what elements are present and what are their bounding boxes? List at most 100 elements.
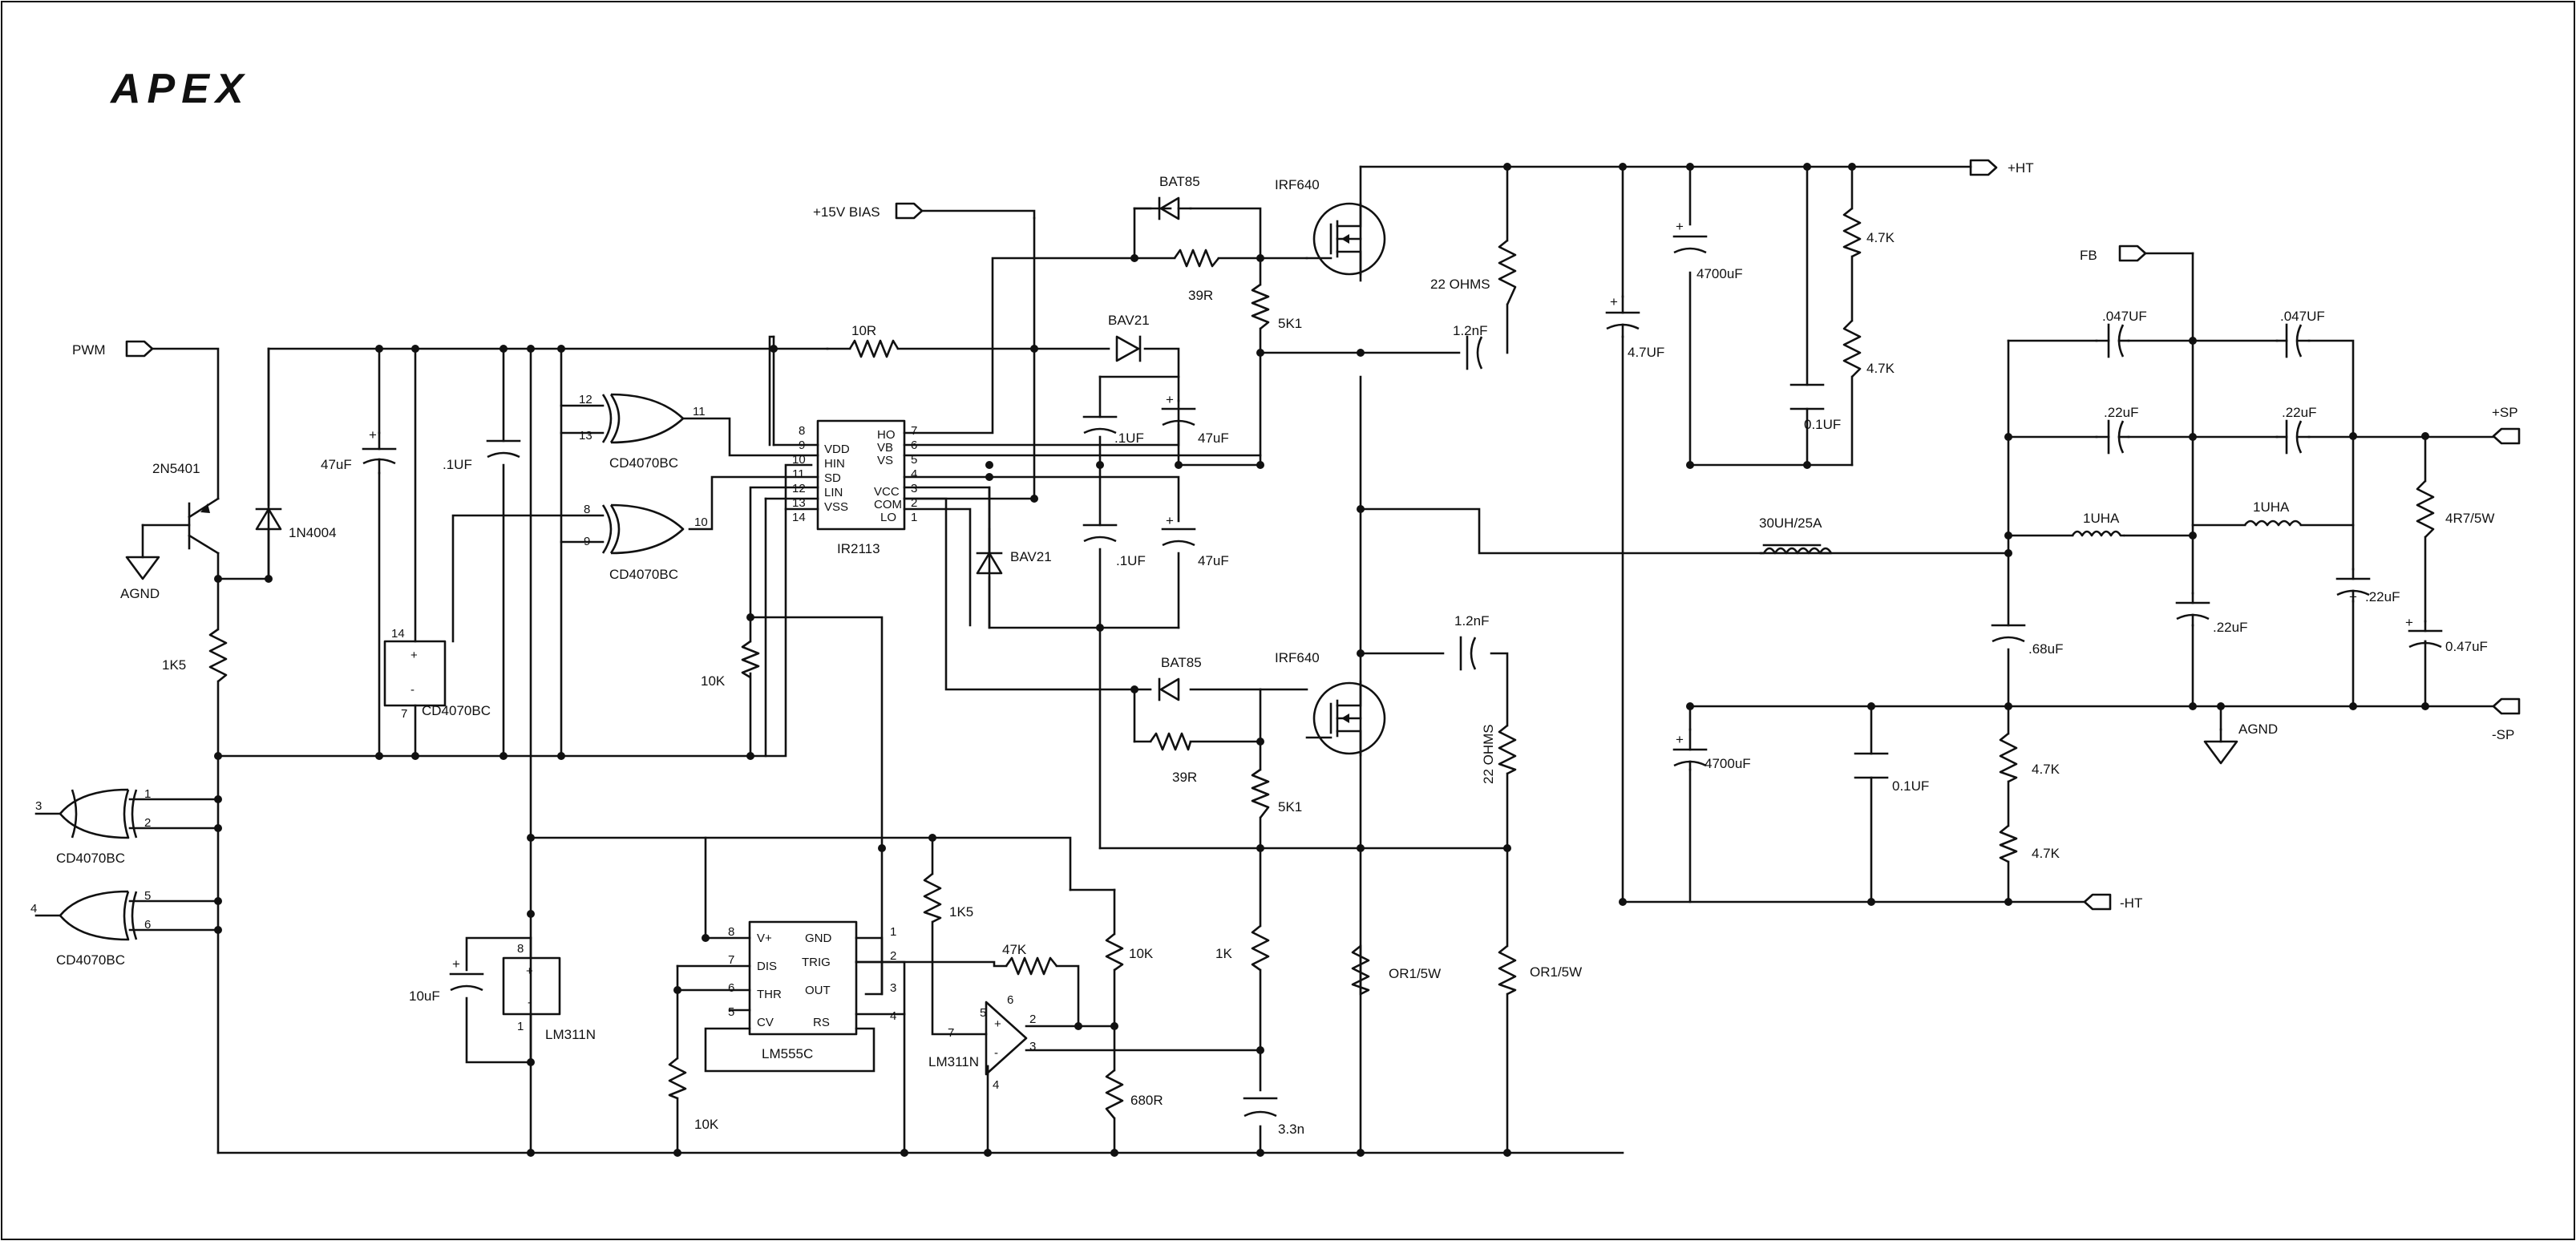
- svg-text:1K: 1K: [1215, 946, 1232, 961]
- svg-text:+: +: [2349, 589, 2357, 604]
- svg-text:10K: 10K: [701, 673, 726, 689]
- svg-text:14: 14: [391, 627, 405, 641]
- svg-text:+: +: [1610, 294, 1618, 309]
- svg-text:1UHA: 1UHA: [2083, 511, 2120, 526]
- svg-text:+SP: +SP: [2492, 405, 2518, 420]
- svg-text:4.7K: 4.7K: [1866, 361, 1895, 376]
- diode-1n4004: 1N4004: [255, 347, 337, 580]
- svg-text:12: 12: [579, 393, 592, 406]
- svg-text:LM311N: LM311N: [928, 1054, 979, 1069]
- svg-text:SD: SD: [824, 471, 841, 485]
- capacitor-4700uf-b: + 4700uF: [1672, 728, 1751, 771]
- svg-text:HIN: HIN: [824, 457, 845, 471]
- svg-text:11: 11: [792, 467, 805, 481]
- svg-text:11: 11: [693, 405, 706, 418]
- svg-text:10: 10: [792, 453, 806, 467]
- svg-text:OR1/5W: OR1/5W: [1530, 964, 1582, 980]
- capacitor-47uf-c: + 47uF: [1161, 513, 1229, 568]
- svg-text:-: -: [528, 996, 532, 1009]
- wiring: [141, 165, 2495, 1154]
- svg-text:8: 8: [517, 942, 524, 956]
- ic-lm311n-a: +- 81 LM311N: [502, 936, 596, 1064]
- svg-text:5K1: 5K1: [1278, 799, 1302, 815]
- capacitor-22uf-c: .22uF: [2175, 592, 2247, 635]
- svg-text:3.3n: 3.3n: [1278, 1122, 1304, 1137]
- svg-text:+: +: [1676, 219, 1684, 234]
- port-sp-pos: +SP: [2492, 405, 2521, 445]
- resistor-10k-b: 10K: [668, 1057, 719, 1132]
- resistor-39r-b: 39R: [1149, 732, 1197, 785]
- svg-text:LM555C: LM555C: [762, 1046, 813, 1061]
- svg-text:+: +: [1166, 392, 1174, 407]
- svg-text:1K5: 1K5: [162, 657, 186, 673]
- capacitor-0-1uf-a: 0.1UF: [1789, 383, 1841, 432]
- svg-text:.1UF: .1UF: [1116, 553, 1146, 568]
- inductor-1uha-b: 1UHA: [2243, 499, 2303, 527]
- capacitor-1uf-c: .1UF: [1082, 523, 1146, 568]
- svg-text:.22uF: .22uF: [2282, 405, 2316, 420]
- resistor-47k: 47K: [1002, 942, 1058, 976]
- svg-text:+HT: +HT: [2008, 160, 2034, 176]
- svg-text:9: 9: [799, 439, 805, 452]
- svg-text:.68uF: .68uF: [2028, 641, 2063, 657]
- capacitor-047uf-b: .047UF: [2275, 309, 2325, 358]
- xor-gate-d: 456 CD4070BC: [30, 889, 220, 968]
- svg-text:14: 14: [792, 511, 806, 524]
- svg-text:DIS: DIS: [757, 960, 777, 973]
- resistor-4-7k-d: 4.7K: [1999, 824, 2060, 863]
- ic-lm311n-b: +- 75 62 34 LM311N: [928, 993, 1036, 1092]
- svg-text:47K: 47K: [1002, 942, 1027, 957]
- resistor-5k1-a: 5K1: [1251, 283, 1302, 331]
- svg-text:13: 13: [579, 429, 592, 443]
- svg-text:IRF640: IRF640: [1275, 650, 1320, 665]
- svg-text:4.7K: 4.7K: [2032, 762, 2060, 777]
- inductor-1uha-a: 1UHA: [2071, 511, 2125, 537]
- mosfet-irf640-b: IRF640: [1275, 650, 1386, 757]
- resistor-10r: 10R: [848, 323, 900, 358]
- diode-bat85-b: BAT85: [1158, 655, 1202, 701]
- svg-text:10: 10: [694, 515, 708, 529]
- svg-text:BAV21: BAV21: [1108, 313, 1150, 328]
- svg-text:+15V BIAS: +15V BIAS: [813, 204, 880, 220]
- capacitor-1-2nf-a: 1.2nF: [1453, 323, 1487, 370]
- svg-text:V+: V+: [757, 932, 772, 945]
- capacitor-22uf-d: + .22uF: [2335, 568, 2400, 604]
- svg-text:+: +: [994, 1017, 1001, 1031]
- svg-text:6: 6: [911, 439, 917, 452]
- svg-text:+: +: [526, 964, 533, 978]
- svg-text:7: 7: [401, 707, 407, 721]
- svg-text:AGND: AGND: [2238, 722, 2278, 737]
- svg-text:2: 2: [911, 496, 917, 510]
- svg-text:OR1/5W: OR1/5W: [1389, 966, 1441, 981]
- svg-text:VB: VB: [877, 441, 893, 455]
- svg-text:4.7UF: 4.7UF: [1628, 345, 1664, 360]
- diode-bav21-b: BAV21: [976, 528, 1052, 575]
- svg-text:47uF: 47uF: [1198, 431, 1229, 446]
- svg-text:CD4070BC: CD4070BC: [609, 455, 678, 471]
- svg-text:22 OHMS: 22 OHMS: [1481, 724, 1496, 784]
- svg-text:.22uF: .22uF: [2365, 589, 2400, 604]
- svg-text:THR: THR: [757, 988, 782, 1001]
- capacitor-47uf-b: + 47uF: [1161, 392, 1229, 446]
- svg-text:1.2nF: 1.2nF: [1454, 613, 1489, 629]
- capacitor-1uf-b: .1UF: [1082, 415, 1144, 446]
- svg-text:10K: 10K: [1129, 946, 1154, 961]
- port-pwm: PWM: [72, 340, 154, 358]
- svg-text:7: 7: [911, 424, 917, 438]
- resistor-39r-a: 39R: [1133, 249, 1262, 303]
- svg-text:2: 2: [144, 816, 151, 830]
- svg-text:.1UF: .1UF: [443, 457, 472, 472]
- svg-text:4: 4: [890, 1009, 896, 1023]
- svg-text:BAT85: BAT85: [1159, 174, 1200, 189]
- ic-lm555c: 87 65 12 34 V+ DIS THR CV GND TRIG OUT R…: [728, 920, 896, 1061]
- svg-text:5: 5: [728, 1005, 734, 1019]
- svg-text:PWM: PWM: [72, 342, 106, 358]
- svg-text:OUT: OUT: [805, 984, 831, 997]
- svg-text:TRIG: TRIG: [802, 956, 831, 969]
- capacitor-1uf-a: .1UF: [443, 439, 521, 472]
- port-ht-pos: +HT: [1969, 159, 2034, 176]
- svg-text:1N4004: 1N4004: [289, 525, 337, 540]
- ground-symbol-left: AGND: [120, 556, 160, 601]
